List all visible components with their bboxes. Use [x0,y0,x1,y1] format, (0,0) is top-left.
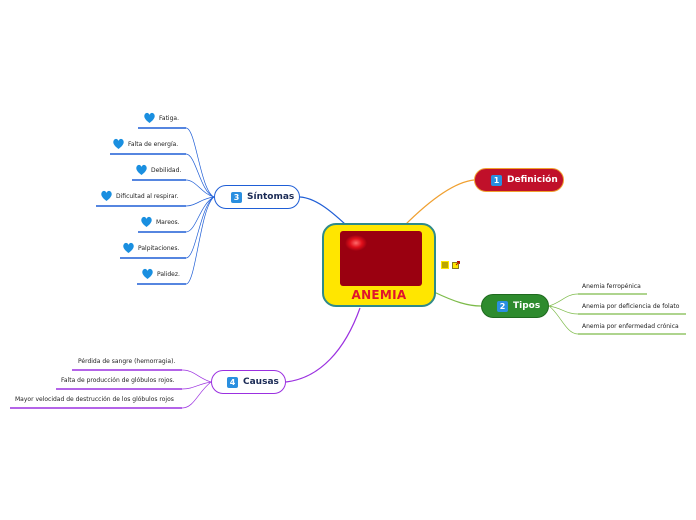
heart-icon [112,138,125,150]
heart-icon [141,268,154,280]
label-causas: Causas [243,377,279,387]
connector-sintomas-2 [186,154,214,197]
heart-icon [135,164,148,176]
heart-icon [122,242,135,254]
connector-sintomas-7 [186,197,214,284]
node-tipos[interactable]: 2 Tipos [481,294,549,318]
sintomas-item-6[interactable]: Palpitaciones. [138,245,179,252]
causas-item-1[interactable]: Pérdida de sangre (hemorragia). [78,358,175,365]
central-title: ANEMIA [324,288,434,302]
connector-definicion [404,180,474,226]
connector-sintomas [300,197,346,225]
causas-item-2[interactable]: Falta de producción de glóbulos rojos. [61,377,175,384]
connector-tipos-3 [549,306,578,334]
connector-causas-1 [182,370,211,382]
causas-item-3[interactable]: Mayor velocidad de destrucción de los gl… [15,396,174,403]
tipos-item-1[interactable]: Anemia ferropénica [582,283,641,290]
connector-causas [286,308,360,382]
sintomas-item-2[interactable]: Falta de energía. [128,141,178,148]
label-tipos: Tipos [513,301,540,311]
heart-icon [140,216,153,228]
badge-tipos: 2 [497,301,508,312]
link-icon[interactable] [452,261,460,269]
sintomas-item-5[interactable]: Mareos. [156,219,180,226]
tipos-item-3[interactable]: Anemia por enfermedad crónica [582,323,679,330]
connector-sintomas-1 [186,128,214,197]
sintomas-item-1[interactable]: Fatiga. [159,115,179,122]
label-sintomas: Síntomas [247,192,294,202]
heart-icon [100,190,113,202]
tipos-item-2[interactable]: Anemia por deficiencia de folato [582,303,679,310]
badge-definicion: 1 [491,175,502,186]
red-blood-cells-image [340,231,422,286]
node-causas[interactable]: 4 Causas [211,370,286,394]
badge-sintomas: 3 [231,192,242,203]
sintomas-item-4[interactable]: Dificultad al respirar. [116,193,178,200]
note-icon[interactable] [441,261,449,269]
node-sintomas[interactable]: 3 Síntomas [214,185,300,209]
node-definicion[interactable]: 1 Definición [474,168,564,192]
sintomas-item-3[interactable]: Debilidad. [151,167,181,174]
central-node[interactable]: ANEMIA [322,223,436,307]
label-definicion: Definición [507,175,558,185]
sintomas-item-7[interactable]: Palidez. [157,271,180,278]
connector-sintomas-6 [186,197,214,258]
connector-tipos-1 [549,294,578,306]
heart-icon [143,112,156,124]
badge-causas: 4 [227,377,238,388]
connector-tipos [434,292,481,306]
